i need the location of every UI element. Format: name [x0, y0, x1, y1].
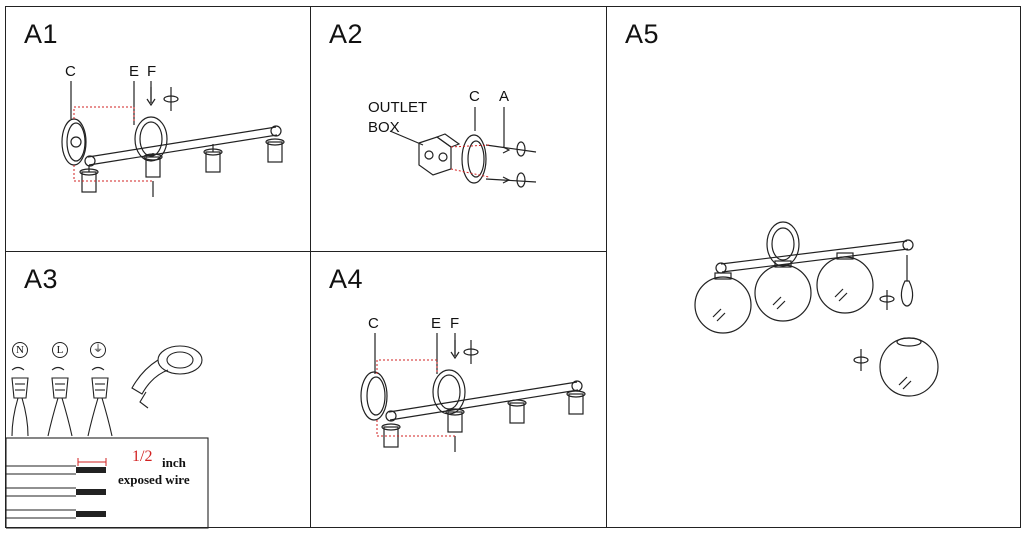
measure-caption: exposed wire [118, 472, 190, 487]
panel-a3-title: A3 [24, 264, 59, 294]
ground-icon: ⏚ [90, 342, 106, 358]
label-a: A [499, 88, 510, 105]
panel-a4-title: A4 [329, 264, 364, 294]
label-e: E [431, 315, 442, 332]
panel-a1-title: A1 [24, 19, 59, 49]
fixture-exploded-drawing [61, 81, 285, 197]
panel-a3: A3 N L ⏚ [5, 251, 311, 529]
fixture-mount-drawing [360, 333, 586, 452]
label-outlet: OUTLET [368, 99, 428, 116]
measure-value: 1/2 [132, 448, 153, 465]
live-letter: L [56, 344, 64, 356]
label-f: F [450, 315, 460, 332]
label-c: C [469, 88, 480, 105]
neutral-symbol: N [12, 342, 28, 358]
label-f: F [147, 63, 157, 80]
panel-a2: A2 OUTLET BOX C A [310, 6, 607, 252]
panel-a2-title: A2 [329, 19, 364, 49]
neutral-letter: N [16, 344, 24, 356]
finished-fixture-drawing [694, 221, 939, 397]
wire-nut-drawing [6, 345, 209, 529]
panel-a5-title: A5 [625, 19, 660, 49]
label-c: C [65, 63, 76, 80]
measure-unit: inch [162, 455, 186, 470]
outlet-box-drawing [389, 107, 537, 188]
panel-a4: A4 C E F [310, 251, 607, 528]
panel-a1: A1 C E F [5, 6, 311, 252]
live-symbol: L [52, 342, 68, 358]
panel-a5: A5 [606, 6, 1021, 528]
label-c: C [368, 315, 379, 332]
label-e: E [129, 63, 140, 80]
